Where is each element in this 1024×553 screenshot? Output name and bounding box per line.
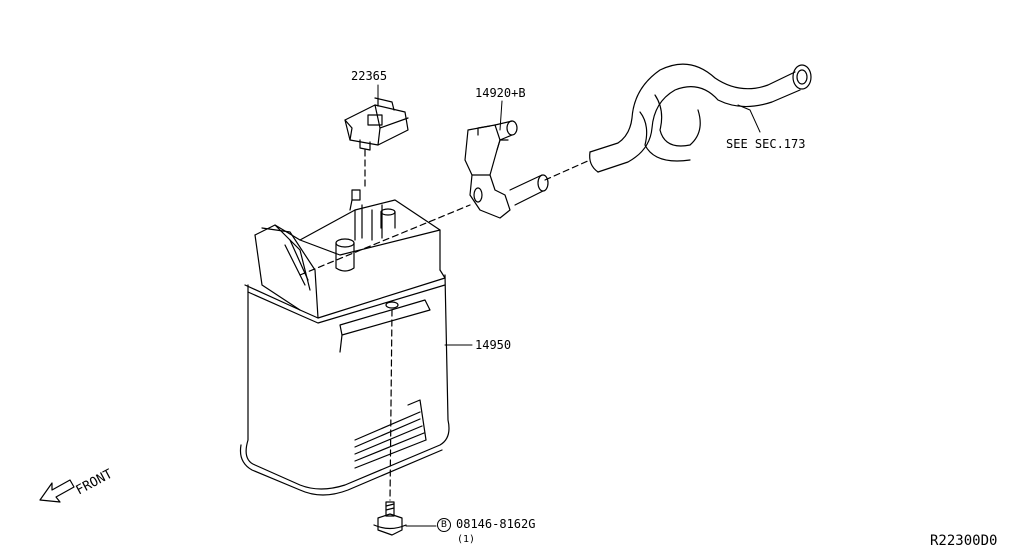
evap-canister [239, 189, 450, 496]
purge-valve [464, 120, 549, 219]
assembly-lines [299, 149, 591, 501]
evap-hose [589, 63, 812, 173]
mounting-bolt [373, 501, 407, 536]
label-valve: 14920+B [475, 86, 526, 100]
label-canister: 14950 [475, 338, 512, 352]
bolt-marker-badge: B [437, 518, 451, 532]
label-bolt: 08146-8162G [456, 517, 536, 531]
label-sensor: 22365 [351, 69, 388, 83]
label-hose-ref: SEE SEC.173 [726, 137, 806, 151]
diagram-code: R22300D0 [930, 533, 998, 549]
label-bolt-qty: (1) [457, 534, 476, 545]
leader-lines [377, 84, 761, 527]
front-arrow-icon [39, 479, 75, 503]
pressure-sensor [344, 97, 409, 151]
